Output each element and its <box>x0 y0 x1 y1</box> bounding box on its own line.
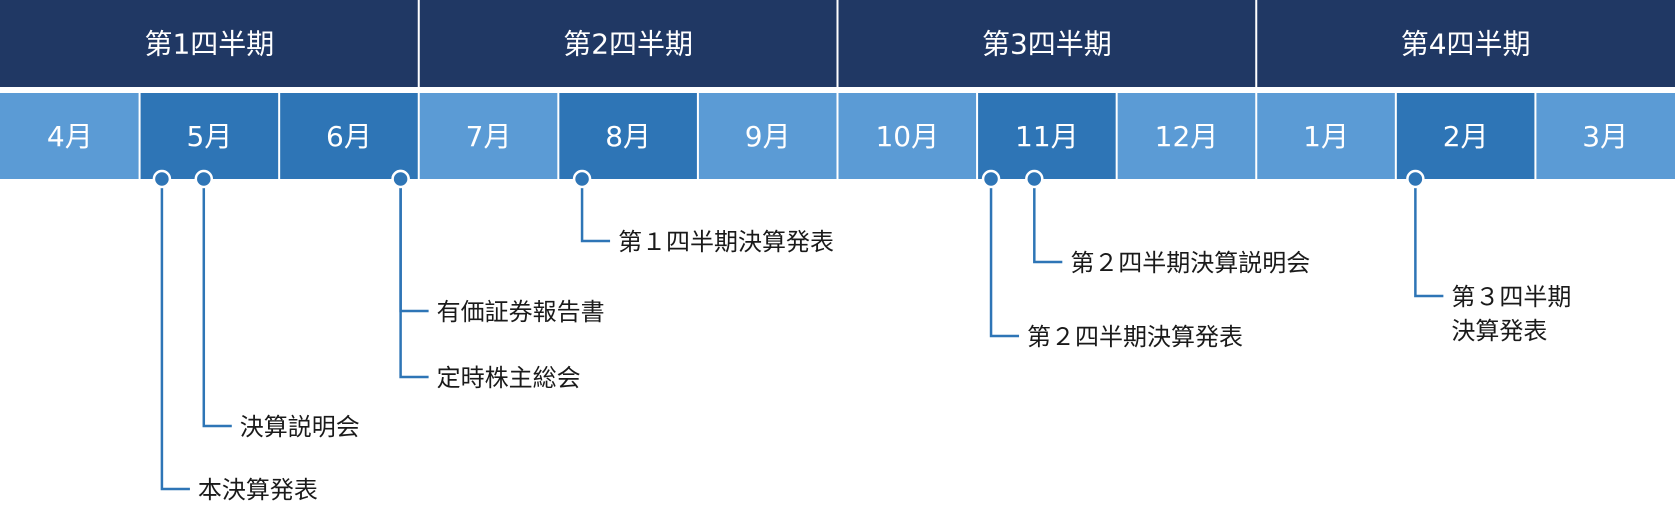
event-connector-line <box>1414 179 1444 298</box>
month-label-2: 5月 <box>186 120 232 153</box>
event-label-8-line-2: 決算発表 <box>1451 317 1547 345</box>
event-connector-line <box>1033 179 1063 264</box>
event-connector-line <box>202 179 232 428</box>
month-cell-4 <box>418 93 559 179</box>
month-label-9: 12月 <box>1155 120 1219 153</box>
month-label-10: 1月 <box>1303 120 1349 153</box>
event-connector-line <box>399 179 429 379</box>
month-cell-3 <box>279 93 419 179</box>
event-label-2: 決算説明会 <box>240 413 360 441</box>
quarter-label-1: 第1四半期 <box>144 28 274 61</box>
month-label-8: 11月 <box>1015 120 1079 153</box>
event-connector-line <box>580 179 611 243</box>
month-label-3: 6月 <box>326 120 372 153</box>
month-cell-10 <box>1256 93 1396 179</box>
quarter-header-row: 第1四半期 第2四半期 第3四半期 第4四半期 <box>0 0 1675 87</box>
quarter-label-3: 第3四半期 <box>982 28 1112 61</box>
event-label-6: 第２四半期決算発表 <box>1027 323 1243 351</box>
month-label-6: 9月 <box>745 120 791 153</box>
quarter-label-2: 第2四半期 <box>563 28 693 61</box>
month-label-7: 10月 <box>875 120 939 153</box>
event-marker-6 <box>981 169 1020 338</box>
month-cell-12 <box>1535 93 1675 179</box>
month-cell-11 <box>1395 93 1536 179</box>
event-dot <box>152 169 172 189</box>
month-cell-9 <box>1116 93 1257 179</box>
event-label-1: 本決算発表 <box>198 476 318 504</box>
quarter-cell-1 <box>0 0 419 87</box>
event-marker-2 <box>194 169 232 428</box>
event-marker-1 <box>152 169 190 491</box>
event-dot <box>1025 169 1044 189</box>
event-connector-line <box>399 179 429 313</box>
quarter-label-4: 第4四半期 <box>1401 28 1531 61</box>
month-cell-5 <box>558 93 698 179</box>
month-row: 4月 5月 6月 7月 8月 9月 10月 11月 12月 1月 2月 3月 <box>0 93 1675 179</box>
month-cell-7 <box>837 93 978 179</box>
event-label-4: 定時株主総会 <box>437 364 581 392</box>
month-label-4: 7月 <box>466 120 512 153</box>
event-label-7: 第２四半期決算説明会 <box>1070 249 1310 277</box>
month-label-11: 2月 <box>1443 120 1489 153</box>
month-label-5: 8月 <box>605 120 651 153</box>
month-cell-8 <box>977 93 1117 179</box>
event-connector-line <box>160 179 190 491</box>
event-label-8-line-1: 第３四半期 <box>1451 283 1571 311</box>
event-dot <box>981 169 1001 189</box>
event-marker-8 <box>1406 169 1444 298</box>
month-label-12: 3月 <box>1582 120 1628 153</box>
quarter-cell-2 <box>418 0 838 87</box>
quarter-cell-4 <box>1256 0 1675 87</box>
event-marker-3 <box>391 169 429 313</box>
event-label-3: 有価証券報告書 <box>437 298 605 326</box>
month-cell-2 <box>139 93 280 179</box>
event-dot <box>194 169 214 189</box>
quarter-cell-3 <box>837 0 1257 87</box>
event-marker-5 <box>572 169 611 243</box>
event-connectors <box>152 169 1444 491</box>
event-dot <box>572 169 592 189</box>
event-connector-line <box>989 179 1020 338</box>
event-dot <box>1406 169 1425 189</box>
month-cell-1 <box>0 93 140 179</box>
month-label-1: 4月 <box>47 120 93 153</box>
month-cell-6 <box>697 93 838 179</box>
event-marker-7 <box>1025 169 1063 264</box>
event-dot <box>391 169 410 189</box>
event-marker-4 <box>391 169 429 379</box>
event-label-5: 第１四半期決算発表 <box>618 228 834 256</box>
